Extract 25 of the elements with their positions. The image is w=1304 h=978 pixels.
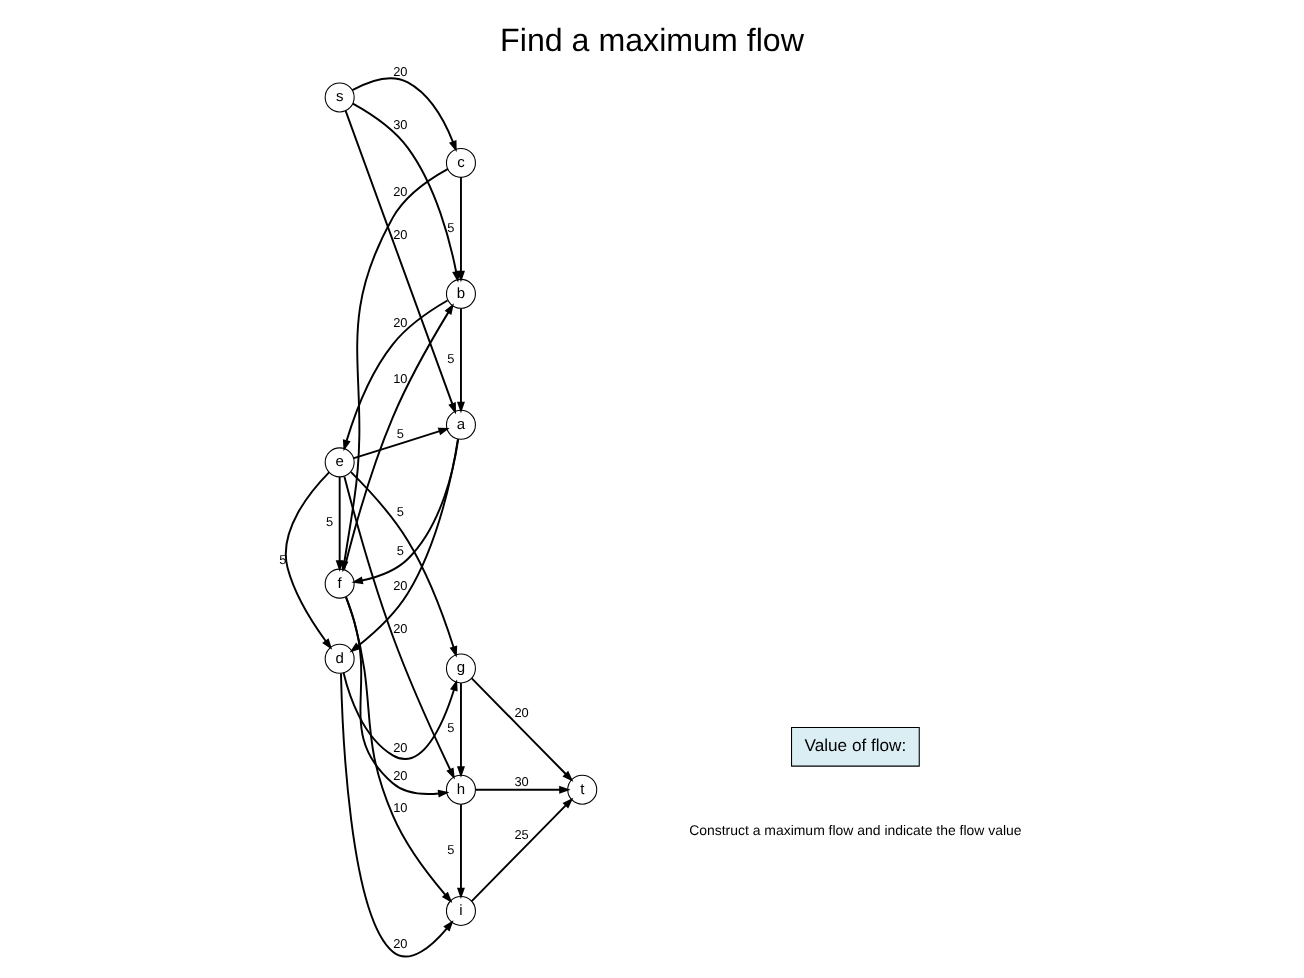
- arrow: [456, 176, 465, 283]
- arrow: [345, 596, 450, 798]
- node-box: Value of flow:: [791, 726, 920, 767]
- arrow: [285, 471, 333, 650]
- arrow: [349, 438, 459, 653]
- arrow: [340, 672, 454, 958]
- arrow: [343, 475, 455, 780]
- arrow: [456, 803, 465, 900]
- arrow: [474, 785, 571, 794]
- arrow: [342, 299, 449, 452]
- arrow: [351, 77, 457, 153]
- arrow: [470, 797, 574, 903]
- arrow: [470, 677, 574, 782]
- arrow: [351, 102, 460, 283]
- arrow: [342, 671, 458, 760]
- arrow: [351, 438, 460, 585]
- arrow: [352, 427, 450, 460]
- arrow: [344, 109, 456, 415]
- arrow: [350, 471, 458, 658]
- arrow: [335, 476, 344, 572]
- arrow: [456, 682, 465, 778]
- arrow: [345, 596, 453, 903]
- arrow: [456, 307, 465, 414]
- diagram-title: Find a maximum flow: [500, 23, 804, 60]
- arrow: [343, 303, 454, 571]
